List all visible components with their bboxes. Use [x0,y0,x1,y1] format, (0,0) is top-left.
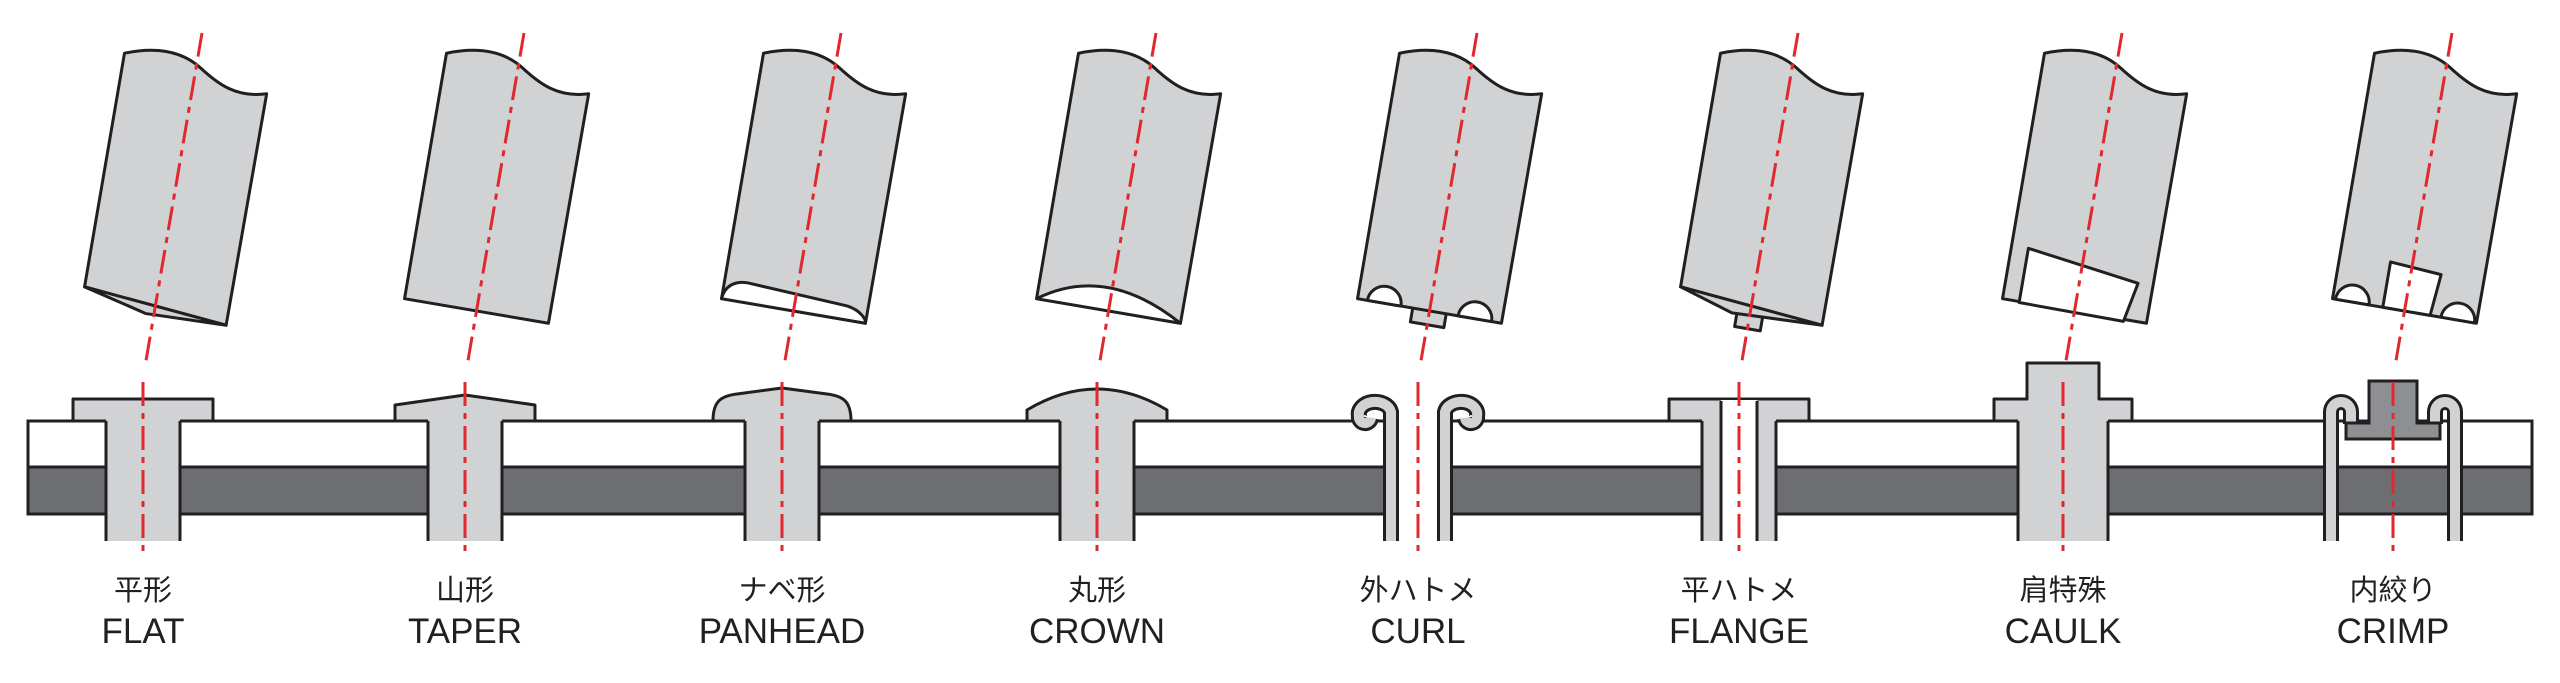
rivet-shank-edges [2016,421,2110,541]
unit-flange [1667,32,1865,555]
tool-crown [1035,32,1223,361]
eyelet-wall-left [1353,396,1396,541]
tool-flange [1679,32,1865,361]
tool-cavity-right [1456,300,1494,324]
tool-curl [1356,32,1544,361]
rivet-crimp [2323,379,2463,555]
tool-cavity-center [2381,260,2443,317]
tool-body [83,48,269,327]
eyelet-tube-edges [1700,421,1778,541]
unit-flat [71,32,269,555]
label-en-crown: CROWN [1029,612,1165,651]
label-ja-panhead: ナベ形 [738,573,825,607]
label-ja-caulk: 肩特殊 [2019,573,2106,607]
unit-panhead [711,32,908,555]
workpiece-plate [26,419,2534,516]
eyelet-hole-edges [1719,401,1759,541]
label-ja-taper: 山形 [436,573,494,607]
rivet-taper [393,382,537,555]
tool-cavity-left [1365,284,1403,308]
tool-panhead [720,32,908,361]
label-ja-crown: 丸形 [1068,573,1126,607]
rivet-flange [1667,382,1811,555]
unit-caulk [1992,32,2189,555]
rivet-caulk [1992,361,2134,555]
label-ja-flat: 平形 [114,573,172,607]
crimp-wall-left [2326,397,2356,541]
tool-body [2331,48,2519,325]
rivet-curl [1350,382,1486,555]
label-en-caulk: CAULK [2005,612,2122,651]
label-ja-curl: 外ハトメ [1360,573,1477,607]
tool-cavity-right [2439,301,2477,325]
centerline-tool [2064,32,2124,361]
label-en-panhead: PANHEAD [699,612,866,651]
rivet-flat [71,382,215,555]
rivet-shank-edges [104,421,182,541]
plate-bottom-layer [26,465,2534,516]
eyelet-wall-right [1440,396,1483,541]
crimp-wall-right [2430,397,2460,541]
centerline-tool [1098,32,1158,361]
tool-body [1356,48,1544,325]
tool-body [1035,48,1223,325]
centerline-tool [783,32,843,361]
label-en-taper: TAPER [408,612,522,651]
labels: 平形 FLAT 山形 TAPER ナベ形 PANHEAD 丸形 CROWN 外ハ… [102,573,2450,651]
rivet-units [71,32,2519,555]
unit-crown [1025,32,1223,555]
rivet-panhead [711,382,853,555]
tool-caulk [2001,32,2189,361]
label-en-flange: FLANGE [1669,612,1809,651]
tool-body [1679,48,1865,327]
tool-cavity-left [2333,283,2371,307]
centerline-tool [144,32,204,361]
label-en-curl: CURL [1370,612,1465,651]
tool-taper [403,32,591,361]
tool-flat [83,32,269,361]
label-en-flat: FLAT [102,612,185,651]
rivet-shank-edges [426,421,504,541]
unit-curl [1350,32,1544,555]
tool-body [720,48,908,325]
unit-crimp [2323,32,2519,555]
rivet-crown [1025,382,1169,555]
rivet-shank-edges [1058,421,1136,541]
rivet-shank-edges [743,421,821,541]
centerline-tool [466,32,526,361]
crimp-plug [2344,379,2442,441]
unit-taper [393,32,591,555]
tool-crimp [2331,32,2519,361]
centerline-tool [1419,32,1479,361]
plate-top-layer [26,419,2534,469]
centerline-tool [2394,32,2454,361]
label-ja-crimp: 内絞り [2349,573,2436,607]
centerline-tool [1740,32,1800,361]
tool-body [403,48,591,325]
label-en-crimp: CRIMP [2337,612,2450,651]
label-ja-flange: 平ハトメ [1681,573,1798,607]
